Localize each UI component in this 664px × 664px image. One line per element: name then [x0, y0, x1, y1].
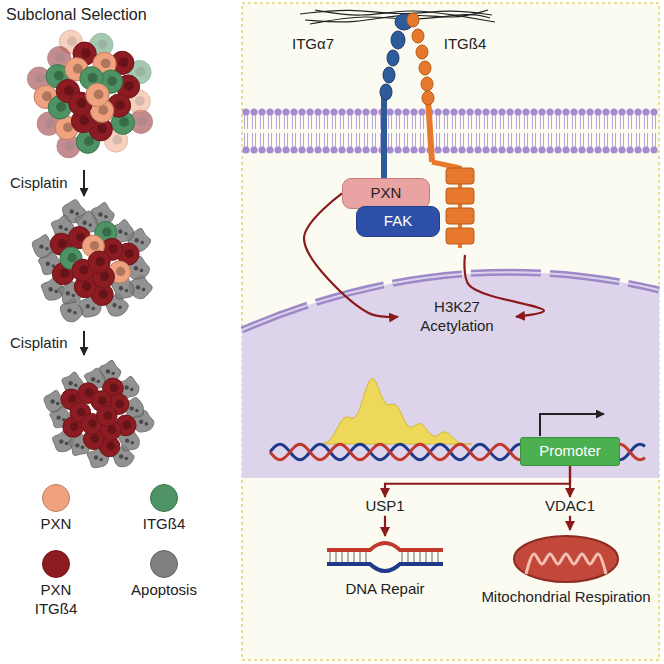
treatment-label: Cisplatin [10, 334, 68, 353]
tumor-cell [86, 83, 109, 106]
legend-swatch [150, 484, 178, 512]
legend-entry: ITGß4 [122, 484, 206, 534]
legend-text: ITGß4 [129, 515, 199, 534]
legend-text: Apoptosis [129, 581, 199, 600]
cell-membrane [242, 108, 657, 153]
treatment-label: Cisplatin [10, 174, 68, 193]
node-text: ITGß4 [432, 35, 498, 54]
node-text: PXN [348, 184, 424, 203]
signal-arrow [384, 516, 386, 536]
gene-label: USP1 [350, 497, 420, 516]
treatment-arrow [83, 331, 85, 355]
protein-label: ITGα7 [282, 35, 344, 54]
protein-box: PXN [342, 178, 430, 209]
tumor-cluster [27, 30, 152, 158]
protein-label: ITGß4 [432, 35, 498, 255]
node-text: Promoter [525, 442, 615, 461]
node-text: VDAC1 [535, 497, 605, 516]
signal-arrow [569, 516, 571, 530]
outcome-figure: DNA Repair [322, 536, 448, 599]
legend-swatch [42, 484, 70, 512]
node-text: FAK [362, 212, 434, 231]
legend-text: PXN [21, 515, 91, 534]
tumor-cell [88, 251, 110, 273]
outcome-figure: Mitochondrial Respiration [476, 530, 656, 607]
treatment-arrow [83, 170, 85, 196]
legend-text: PXN ITGß4 [21, 581, 91, 619]
process-label: H3K27 Acetylation [398, 298, 516, 336]
node-text: DNA Repair [322, 580, 448, 599]
gene-label: VDAC1 [535, 497, 605, 516]
legend-entry: PXN [14, 484, 98, 534]
tumor-cluster [32, 200, 152, 322]
legend-swatch [42, 550, 70, 578]
tumor-cluster [44, 360, 154, 467]
protein-box: FAK [356, 206, 440, 237]
dna-repair-icon [322, 536, 448, 580]
signal-arrow [569, 466, 571, 497]
legend-entry: PXN ITGß4 [14, 550, 98, 619]
transcription-arrow [540, 414, 604, 436]
legend-entry: Apoptosis [122, 550, 206, 600]
legend-swatch [150, 550, 178, 578]
tumor-cell [96, 406, 117, 427]
node-text: ITGα7 [282, 35, 344, 54]
nucleus [242, 272, 659, 478]
signal-arrow [385, 466, 570, 497]
panel-border [242, 3, 659, 660]
acetylation-peaks [318, 379, 472, 444]
panel-heading: Subclonal Selection [6, 5, 147, 25]
promoter-box: Promoter [520, 437, 620, 466]
mitochondrion-icon [476, 530, 656, 588]
node-text: Mitochondrial Respiration [476, 588, 656, 607]
node-text: H3K27 Acetylation [398, 298, 516, 336]
integrin-alpha7 [380, 14, 413, 179]
node-text: USP1 [350, 497, 420, 516]
